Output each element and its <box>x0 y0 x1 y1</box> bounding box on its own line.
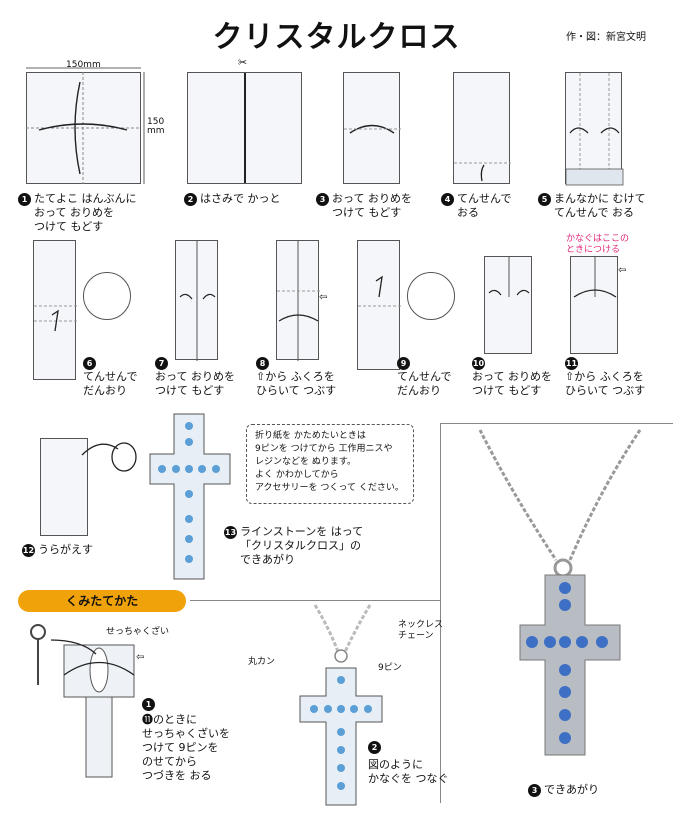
step6-diagram <box>33 240 77 380</box>
step-11-label: 11⇧から ふくろをひらいて つぶす <box>565 356 646 397</box>
rhinestone-gems <box>310 676 372 790</box>
step12-diagram <box>40 438 88 536</box>
turn-over-arrow <box>81 442 137 472</box>
cut-line <box>244 73 246 183</box>
fold-arrow <box>454 162 511 182</box>
width-label: 150mm <box>66 60 101 70</box>
necklace-chain-label: ネックレスチェーン <box>398 620 444 641</box>
step9-detail-circle <box>407 272 455 320</box>
assembly-step1-diagram <box>30 624 135 778</box>
step4-diagram <box>453 72 511 184</box>
pin-label: 9ピン <box>378 663 402 673</box>
fold-arrows <box>179 241 216 361</box>
height-label: 150 mm <box>147 117 165 136</box>
assembly-divider <box>190 600 440 601</box>
rhinestone-gems <box>158 422 220 563</box>
glue-label: せっちゃくざい <box>106 627 170 637</box>
step5-diagram <box>565 72 624 186</box>
step6-detail-circle <box>83 272 131 320</box>
fold-lines <box>26 67 145 184</box>
tip-box: 折り紙を かためたいときは 9ピンを つけてから 工作用ニスや レジンなどを ぬ… <box>246 424 414 504</box>
step9-diagram <box>357 240 401 370</box>
fold-lines <box>358 275 401 307</box>
step8-push-arrow: ⇦ <box>319 292 328 303</box>
step3-diagram <box>343 72 401 184</box>
credit: 作・図：新宮文明 <box>566 32 646 43</box>
step-8-label: 8⇧から ふくろをひらいて つぶす <box>256 356 337 397</box>
step11-note: かなぐはここのときにつける <box>566 234 630 255</box>
fold-arrows <box>277 241 320 361</box>
step11-diagram <box>570 256 618 354</box>
fold-arrows <box>573 257 617 298</box>
assembly-header: くみたてかた <box>18 590 186 612</box>
crystal-cross-diagram <box>149 413 231 580</box>
assembly-push-arrow: ⇦ <box>136 652 145 663</box>
fold-arrow <box>344 124 401 134</box>
jump-ring-label: 丸カン <box>248 657 276 667</box>
fold-arrows <box>565 73 624 186</box>
step2-diagram <box>187 72 302 184</box>
step7-diagram <box>175 240 218 361</box>
finished-necklace-photo <box>478 429 642 756</box>
page-title: クリスタルクロス <box>212 20 461 55</box>
fold-arrows <box>488 257 530 297</box>
fold-lines <box>34 305 77 332</box>
gem-row <box>526 582 608 744</box>
step10-diagram <box>484 256 532 354</box>
assembly-step2-diagram <box>299 604 383 806</box>
step8-diagram <box>276 240 320 361</box>
scissors-icon: ✂ <box>238 56 248 69</box>
finished-photo-frame <box>440 423 673 803</box>
step1-diagram: 150mm 150 mm <box>14 60 165 185</box>
step11-push-arrow: ⇦ <box>618 265 627 276</box>
